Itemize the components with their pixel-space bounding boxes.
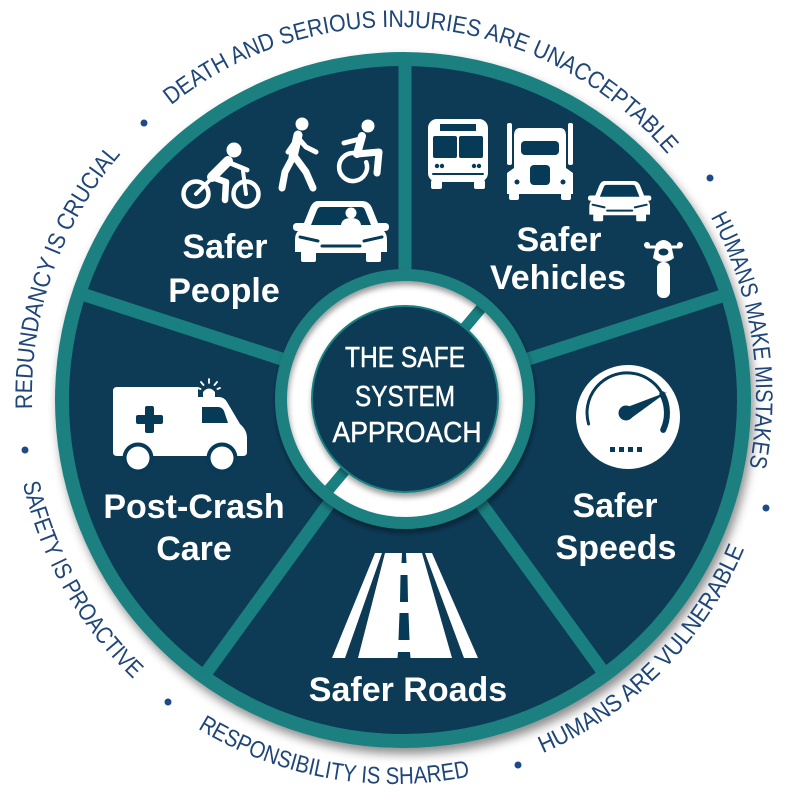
segment-label-line-1: Safer	[516, 221, 601, 259]
segment-safer-people: Safer People	[168, 117, 391, 310]
speedometer-icon	[576, 365, 680, 469]
segment-safer-vehicles: Safer Vehicles	[428, 119, 683, 298]
segment-label-line-2: People	[168, 272, 279, 310]
pedestrian-icon	[278, 117, 319, 192]
center-title-line-1: THE SAFE	[345, 342, 465, 374]
divider-postcrash-people	[78, 287, 289, 367]
semi-truck-icon	[507, 123, 573, 200]
segment-label-line-1: Post-Crash	[103, 488, 284, 526]
separator-dot	[140, 119, 148, 127]
separator-dot	[164, 698, 172, 706]
segment-label: Safer Roads	[309, 671, 507, 709]
segment-label-line-2: Care	[156, 530, 232, 568]
segment-post-crash-care: Post-Crash Care	[103, 378, 285, 568]
segment-safer-roads: Safer Roads	[309, 553, 507, 709]
segment-safer-speeds: Safer Speeds	[556, 365, 680, 567]
divider-speeds-roads	[473, 496, 611, 679]
segment-label-line-2: Speeds	[556, 529, 677, 567]
segment-label-line-1: Safer	[182, 228, 267, 266]
separator-dot	[762, 504, 770, 512]
car-icon	[291, 199, 391, 264]
bicycle-icon	[181, 142, 261, 209]
ambulance-icon	[113, 378, 247, 474]
center-title-line-3: APPROACH	[333, 417, 482, 449]
bus-icon	[428, 119, 488, 189]
segment-dividers	[78, 58, 732, 679]
divider-roads-postcrash	[199, 496, 337, 679]
center-teal-ring	[275, 269, 535, 529]
road-icon	[332, 553, 478, 658]
center-disc	[311, 305, 499, 493]
segment-label-line-2: Vehicles	[490, 259, 626, 297]
wheelchair-icon	[336, 119, 383, 184]
center-hub: THE SAFE SYSTEM APPROACH	[275, 269, 535, 529]
motorcycle-icon	[644, 240, 683, 298]
center-title-line-2: SYSTEM	[355, 381, 455, 413]
separator-dot	[21, 446, 29, 454]
segment-label-line-1: Safer	[572, 487, 657, 525]
divider-vehicles-speeds	[521, 287, 732, 367]
separator-dot	[706, 174, 714, 182]
separator-dot	[514, 761, 522, 769]
